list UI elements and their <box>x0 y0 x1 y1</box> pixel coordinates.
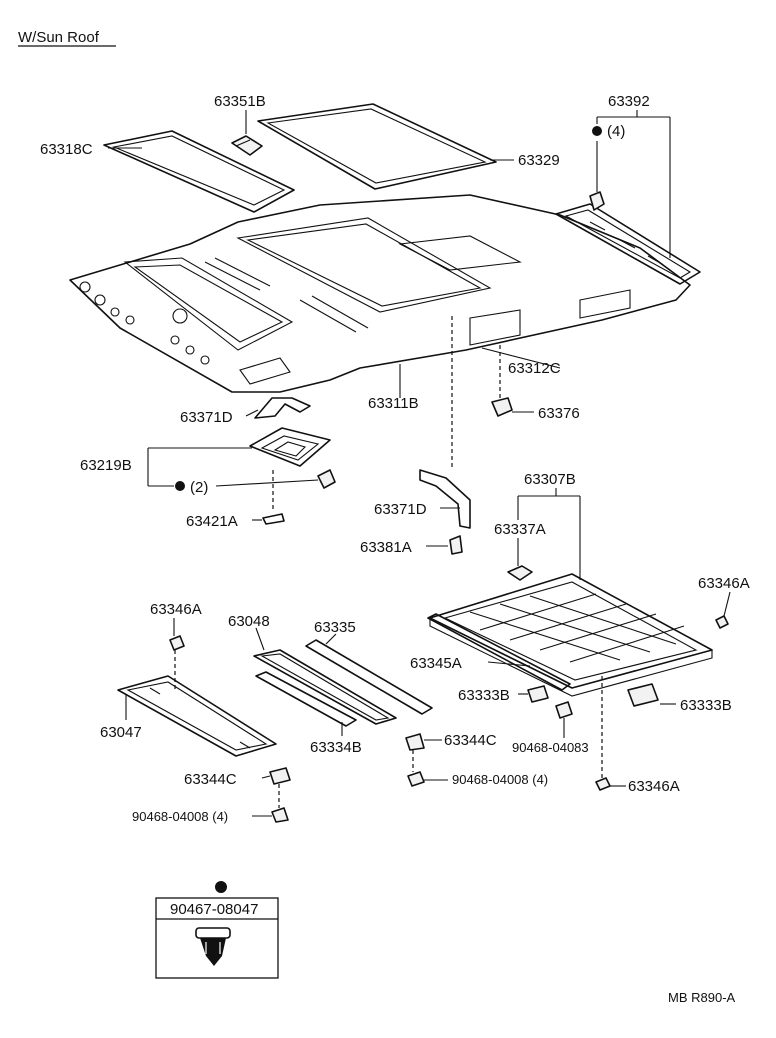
label-63048: 63048 <box>228 613 270 630</box>
clip-63333B-b <box>627 683 659 707</box>
label-90468-04008-left: 90468-04008 (4) <box>132 809 228 824</box>
clip-90468-04083 <box>555 701 573 719</box>
label-63421A: 63421A <box>186 513 238 530</box>
clip-63346A-bottom <box>595 777 611 791</box>
clip-63351B <box>231 135 263 156</box>
label-qty-4-top: (4) <box>607 123 625 140</box>
clip-marker-dot <box>592 126 602 136</box>
label-63312C: 63312C <box>508 360 561 377</box>
marker-dot-63219B <box>175 481 185 491</box>
label-63335: 63335 <box>314 619 356 636</box>
label-90468-04008-right: 90468-04008 (4) <box>452 772 548 787</box>
label-63333B-a: 63333B <box>458 687 510 704</box>
pad-63421A <box>262 513 285 525</box>
label-63311B: 63311B <box>368 395 419 412</box>
label-63334B: 63334B <box>310 739 362 756</box>
label-63337A: 63337A <box>494 521 546 538</box>
frame-63307B <box>429 573 713 697</box>
sunroof-frame-63318C <box>103 130 295 213</box>
label-63376: 63376 <box>538 405 580 422</box>
leader-lines <box>108 110 731 817</box>
label-63333B-b: 63333B <box>680 697 732 714</box>
bracket-63371D-upper <box>254 397 311 419</box>
label-63346A-left: 63346A <box>150 601 202 618</box>
push-clip-icon <box>195 927 231 966</box>
clip-63337A <box>507 565 533 581</box>
label-63381A: 63381A <box>360 539 412 556</box>
strip-63345A <box>427 613 571 691</box>
clip-63344C-left <box>269 767 291 785</box>
label-63344C-left: 63344C <box>184 771 237 788</box>
lamp-63219B <box>249 427 336 489</box>
rail-63335 <box>305 639 433 715</box>
label-63345A: 63345A <box>410 655 462 672</box>
headliner-63311B <box>69 194 691 393</box>
part-labels: 63351B 63392 63318C 63329 (4) 63312C 633… <box>40 93 750 824</box>
label-63307B: 63307B <box>524 471 576 488</box>
label-63351B: 63351B <box>214 93 266 110</box>
label-90468-04083: 90468-04083 <box>512 740 589 755</box>
rail-63334B <box>255 671 357 727</box>
bracket-63371D-lower <box>419 469 471 529</box>
label-63392: 63392 <box>608 93 650 110</box>
clip-63344C-right <box>405 733 425 751</box>
legend-marker-dot <box>215 881 227 893</box>
label-qty-2: (2) <box>190 479 208 496</box>
clip-63392 <box>589 126 605 211</box>
screw-90468-04008-left <box>271 807 289 823</box>
label-63219B: 63219B <box>80 457 132 474</box>
weatherstrip-63329 <box>257 103 497 190</box>
clip-63376 <box>491 397 513 417</box>
clip-63346A-right <box>715 615 729 629</box>
rail-63048 <box>253 649 397 725</box>
clip-63381A <box>449 535 463 555</box>
legend-box: 90467-08047 <box>155 881 279 979</box>
screw-90468-04008-right <box>407 771 425 787</box>
label-63346A-right: 63346A <box>698 575 750 592</box>
label-63371D-lower: 63371D <box>374 501 427 518</box>
panel-63047 <box>117 675 277 757</box>
label-63344C-right: 63344C <box>444 732 497 749</box>
label-63371D-upper: 63371D <box>180 409 233 426</box>
molding-63392 <box>555 203 701 285</box>
diagram-code: MB R890-A <box>668 990 736 1005</box>
label-63346A-bottom: 63346A <box>628 778 680 795</box>
label-63329: 63329 <box>518 152 560 169</box>
label-63318C: 63318C <box>40 141 93 158</box>
diagram-title: W/Sun Roof <box>18 29 100 46</box>
clip-63346A-left <box>169 635 185 651</box>
clip-63333B-a <box>527 685 549 703</box>
legend-part-number: 90467-08047 <box>170 901 258 918</box>
label-63047: 63047 <box>100 724 142 741</box>
